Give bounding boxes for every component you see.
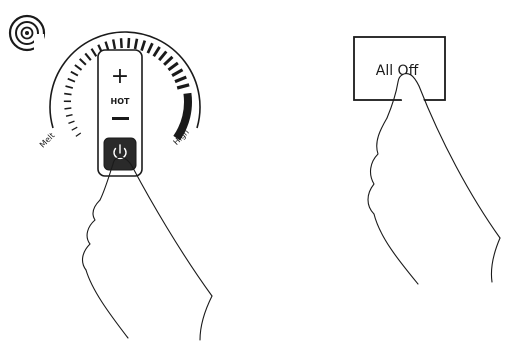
increase-button[interactable]: + — [111, 64, 129, 89]
dial-tick — [64, 107, 72, 110]
dial-tick — [119, 38, 123, 49]
dial-tick — [79, 58, 87, 66]
dial-tick — [167, 61, 179, 72]
dial-min-label: Melt — [38, 131, 57, 150]
dial-tick — [146, 42, 154, 54]
dial-tick — [68, 120, 75, 125]
dial-tick — [70, 70, 79, 77]
dial-tick — [90, 48, 98, 57]
dial-tick — [171, 68, 184, 77]
hand-illustration-right — [367, 73, 501, 285]
decrease-button[interactable] — [112, 117, 129, 120]
dial-tick — [152, 46, 161, 58]
burner-rings-icon — [8, 14, 46, 52]
dial-tick — [163, 55, 174, 66]
dial-tick — [65, 113, 73, 117]
dial-tick — [176, 83, 190, 90]
all-off-button[interactable] — [353, 36, 446, 101]
dial-outer-arc — [49, 31, 201, 129]
dial-tick — [65, 85, 74, 89]
dial-illuminated-arc — [173, 92, 192, 141]
dial-tick — [71, 126, 78, 131]
dial-tick — [140, 40, 147, 52]
dial-tick — [64, 92, 72, 96]
dial-tick — [75, 132, 82, 137]
heat-level-display: HOT — [111, 97, 130, 106]
dial-tick — [127, 37, 131, 49]
dial-tick — [111, 39, 117, 50]
dial-tick — [174, 75, 187, 84]
power-icon — [113, 144, 127, 160]
dial-tick — [74, 64, 83, 71]
hand-illustration-left — [81, 156, 213, 341]
heat-level-dial — [49, 31, 201, 141]
dial-level-ticks — [63, 37, 190, 137]
dial-tick — [67, 77, 76, 83]
dial-max-label: High — [172, 128, 191, 147]
dial-tick — [104, 41, 110, 51]
dial-tick — [158, 50, 168, 62]
power-key[interactable] — [103, 137, 137, 171]
dial-tick — [133, 38, 139, 50]
dial-tick — [84, 52, 92, 61]
